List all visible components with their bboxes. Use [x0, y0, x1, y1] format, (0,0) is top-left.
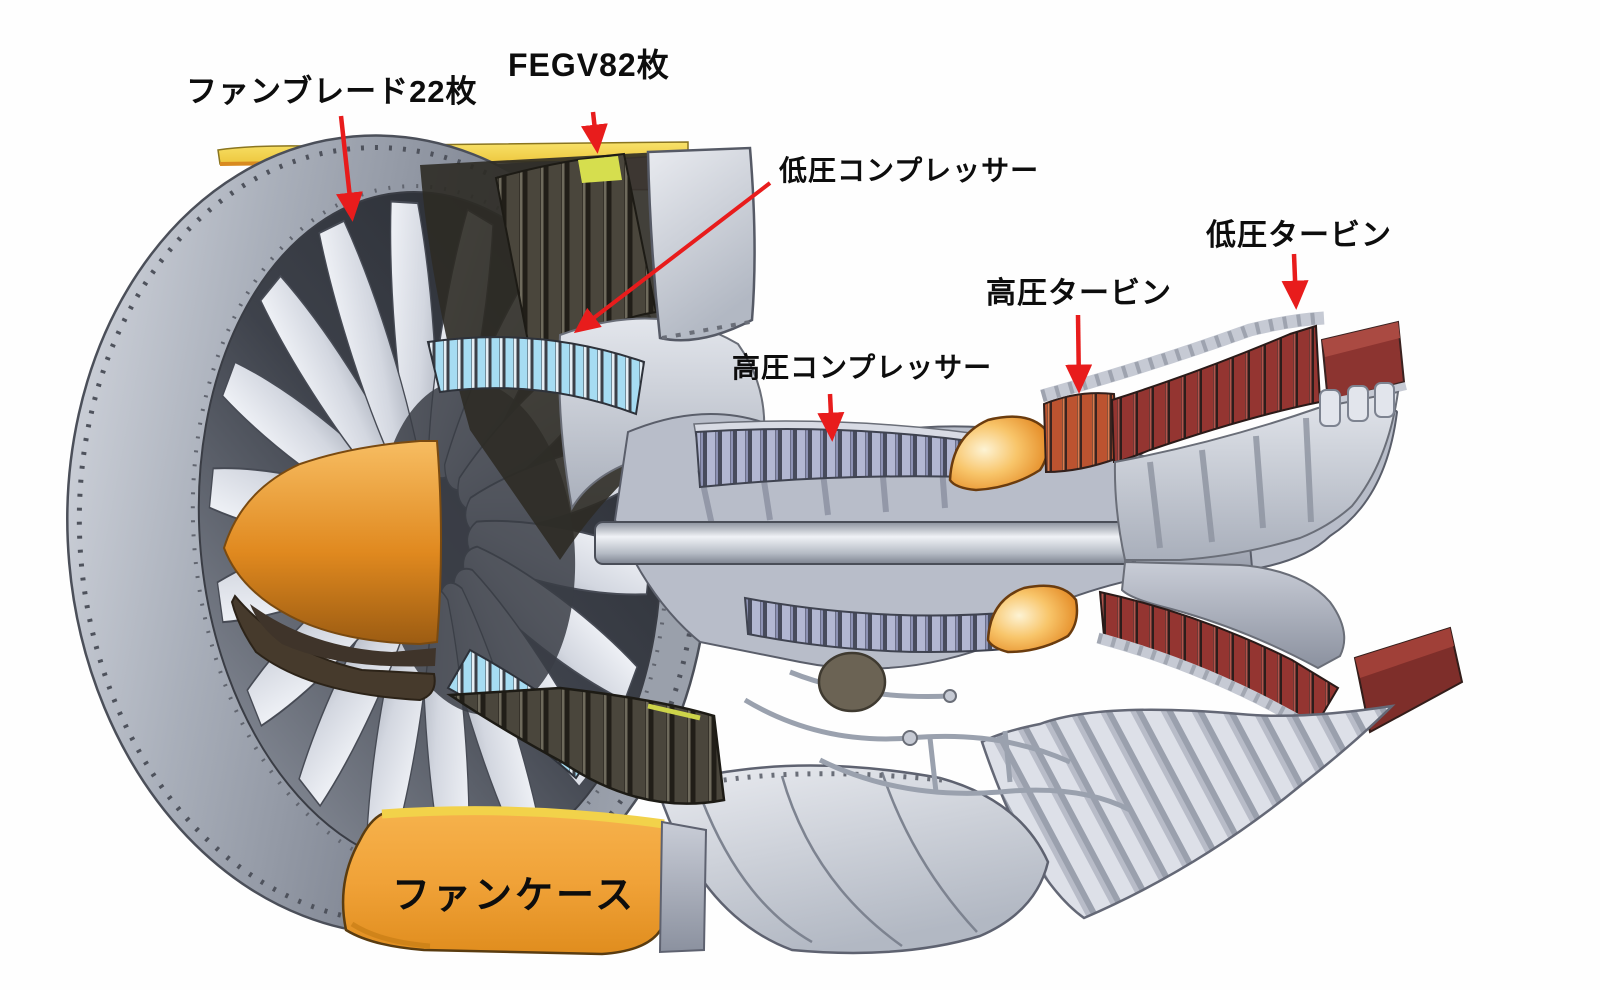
turbine-exhaust-case-bottom	[1120, 560, 1346, 670]
exit-guide-vanes	[1374, 382, 1395, 418]
label-lpt: 低圧タービン	[1206, 219, 1392, 252]
compressor-struts	[697, 439, 948, 526]
hpt-blades	[1042, 392, 1120, 474]
main-shaft	[594, 521, 1136, 565]
gearbox-duct	[817, 651, 887, 713]
label-fan-case: ファンケース	[392, 875, 637, 917]
label-lpc: 低圧コンプレッサー	[779, 155, 1040, 186]
arrow-fegv	[580, 111, 608, 154]
label-hpt: 高圧タービン	[986, 277, 1172, 310]
lpt-bottom-section	[1096, 590, 1464, 734]
lpt-blades-top	[1110, 324, 1322, 464]
arrow-hpt	[1065, 314, 1093, 394]
annotation-arrows	[336, 111, 1309, 442]
lpc-blades-top	[426, 336, 646, 416]
lpt-case-flange-top	[1040, 311, 1325, 403]
exhaust-ribbed-dome	[980, 704, 1396, 920]
exhaust-section	[1113, 382, 1400, 670]
fan-case-panel	[341, 806, 708, 956]
fan-case-yellow-edge	[381, 806, 665, 829]
fegv-bottom-section	[446, 686, 726, 805]
bypass-duct-panels	[656, 764, 1050, 955]
arrow-lpc	[573, 181, 772, 334]
accessory-piping	[743, 651, 1132, 813]
arrow-hpc	[817, 393, 845, 442]
label-fan-blade: ファンブレード22枚	[186, 74, 478, 109]
fegv-tip-highlight	[578, 156, 622, 183]
fan-frame-panel	[646, 146, 756, 342]
label-hpc: 高圧コンプレッサー	[732, 352, 993, 383]
label-fegv: FEGV82枚	[508, 47, 670, 83]
spinner-cone	[222, 440, 442, 702]
arrow-lpt	[1281, 253, 1309, 310]
arrow-fan-blade	[336, 115, 363, 222]
combustor-bottom	[986, 584, 1079, 654]
